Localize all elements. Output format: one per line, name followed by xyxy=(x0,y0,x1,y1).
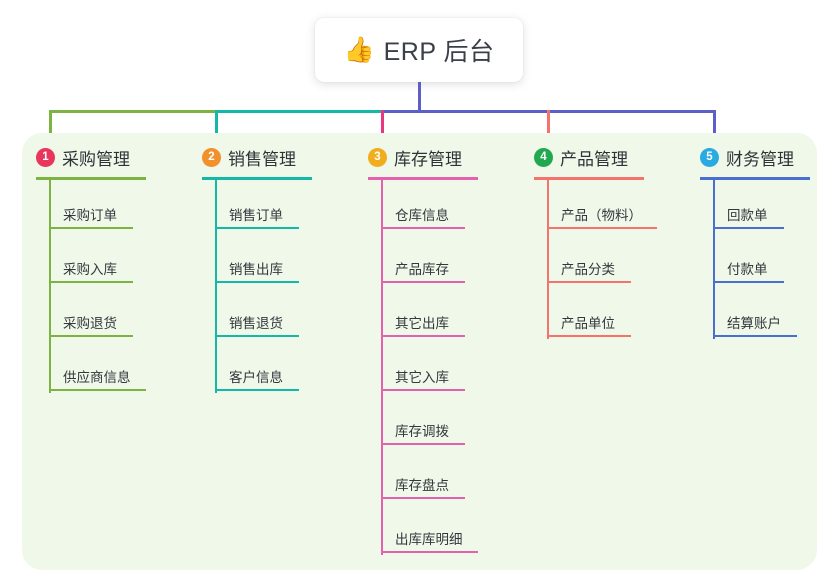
column-title-4: 产品管理 xyxy=(560,150,628,169)
leaf-label: 结算账户 xyxy=(727,316,781,331)
leaf-rule xyxy=(713,227,784,229)
leaf-label: 销售订单 xyxy=(229,208,283,223)
modules-panel xyxy=(22,133,817,570)
leaf-item[interactable]: 客户信息 xyxy=(215,363,299,391)
leaf-item[interactable]: 回款单 xyxy=(713,201,784,229)
leaf-rule xyxy=(215,389,299,391)
leaf-rule xyxy=(381,227,465,229)
column-header-4[interactable]: 4 产品管理 xyxy=(534,145,628,170)
leaf-rule xyxy=(215,335,299,337)
leaf-rule xyxy=(547,227,657,229)
column-rule-2 xyxy=(202,177,312,180)
leaf-rule xyxy=(547,281,631,283)
leaf-label: 采购订单 xyxy=(63,208,117,223)
root-stem-line xyxy=(418,82,421,113)
leaf-label: 采购入库 xyxy=(63,262,117,277)
leaf-rule xyxy=(49,335,133,337)
column-header-1[interactable]: 1 采购管理 xyxy=(36,145,130,170)
column-badge-5: 5 xyxy=(700,148,719,167)
leaf-item[interactable]: 产品库存 xyxy=(381,255,465,283)
leaf-label: 客户信息 xyxy=(229,370,283,385)
leaf-label: 其它入库 xyxy=(395,370,449,385)
leaf-rule xyxy=(381,281,465,283)
column-spine-5 xyxy=(713,177,715,339)
leaf-item[interactable]: 销售订单 xyxy=(215,201,299,229)
column-rule-4 xyxy=(534,177,644,180)
leaf-rule xyxy=(215,227,299,229)
leaf-rule xyxy=(215,281,299,283)
leaf-item[interactable]: 库存盘点 xyxy=(381,471,465,499)
leaf-label: 付款单 xyxy=(727,262,768,277)
leaf-item[interactable]: 出库库明细 xyxy=(381,525,478,553)
leaf-label: 库存调拨 xyxy=(395,424,449,439)
leaf-label: 采购退货 xyxy=(63,316,117,331)
leaf-label: 产品库存 xyxy=(395,262,449,277)
leaf-item[interactable]: 采购退货 xyxy=(49,309,133,337)
column-badge-4: 4 xyxy=(534,148,553,167)
column-title-1: 采购管理 xyxy=(62,150,130,169)
column-header-3[interactable]: 3 库存管理 xyxy=(368,145,462,170)
leaf-rule xyxy=(381,551,478,553)
leaf-item[interactable]: 仓库信息 xyxy=(381,201,465,229)
root-title: ERP 后台 xyxy=(383,38,495,66)
column-spine-4 xyxy=(547,177,549,339)
column-title-5: 财务管理 xyxy=(726,150,794,169)
column-spine-2 xyxy=(215,177,217,393)
root-node-card[interactable]: 👍 ERP 后台 xyxy=(315,18,523,82)
leaf-item[interactable]: 销售出库 xyxy=(215,255,299,283)
column-rule-3 xyxy=(368,177,478,180)
leaf-rule xyxy=(381,335,465,337)
column-badge-3: 3 xyxy=(368,148,387,167)
leaf-rule xyxy=(381,497,465,499)
leaf-label: 其它出库 xyxy=(395,316,449,331)
leaf-label: 出库库明细 xyxy=(395,532,463,547)
leaf-item[interactable]: 产品单位 xyxy=(547,309,631,337)
column-header-2[interactable]: 2 销售管理 xyxy=(202,145,296,170)
column-badge-1: 1 xyxy=(36,148,55,167)
thumbs-up-icon: 👍 xyxy=(343,35,375,64)
leaf-item[interactable]: 销售退货 xyxy=(215,309,299,337)
leaf-rule xyxy=(49,227,133,229)
leaf-rule xyxy=(713,335,797,337)
leaf-item[interactable]: 采购入库 xyxy=(49,255,133,283)
leaf-rule xyxy=(547,335,631,337)
leaf-item[interactable]: 其它出库 xyxy=(381,309,465,337)
leaf-item[interactable]: 付款单 xyxy=(713,255,784,283)
column-header-5[interactable]: 5 财务管理 xyxy=(700,145,794,170)
leaf-item[interactable]: 供应商信息 xyxy=(49,363,146,391)
leaf-rule xyxy=(49,389,146,391)
column-rule-1 xyxy=(36,177,146,180)
leaf-label: 产品单位 xyxy=(561,316,615,331)
leaf-label: 销售退货 xyxy=(229,316,283,331)
bus-segment-green xyxy=(49,110,218,113)
leaf-label: 仓库信息 xyxy=(395,208,449,223)
leaf-label: 回款单 xyxy=(727,208,768,223)
column-title-3: 库存管理 xyxy=(394,150,462,169)
leaf-rule xyxy=(381,389,465,391)
leaf-rule xyxy=(713,281,784,283)
leaf-item[interactable]: 采购订单 xyxy=(49,201,133,229)
column-badge-2: 2 xyxy=(202,148,221,167)
leaf-label: 产品分类 xyxy=(561,262,615,277)
leaf-item[interactable]: 其它入库 xyxy=(381,363,465,391)
leaf-item[interactable]: 结算账户 xyxy=(713,309,797,337)
column-rule-5 xyxy=(700,177,810,180)
column-title-2: 销售管理 xyxy=(228,150,296,169)
leaf-label: 库存盘点 xyxy=(395,478,449,493)
bus-segment-teal xyxy=(215,110,384,113)
leaf-rule xyxy=(49,281,133,283)
column-spine-1 xyxy=(49,177,51,393)
leaf-item[interactable]: 库存调拨 xyxy=(381,417,465,445)
leaf-item[interactable]: 产品分类 xyxy=(547,255,631,283)
leaf-label: 供应商信息 xyxy=(63,370,131,385)
leaf-item[interactable]: 产品（物料） xyxy=(547,201,657,229)
column-spine-3 xyxy=(381,177,383,555)
leaf-rule xyxy=(381,443,465,445)
leaf-label: 销售出库 xyxy=(229,262,283,277)
leaf-label: 产品（物料） xyxy=(561,208,642,223)
